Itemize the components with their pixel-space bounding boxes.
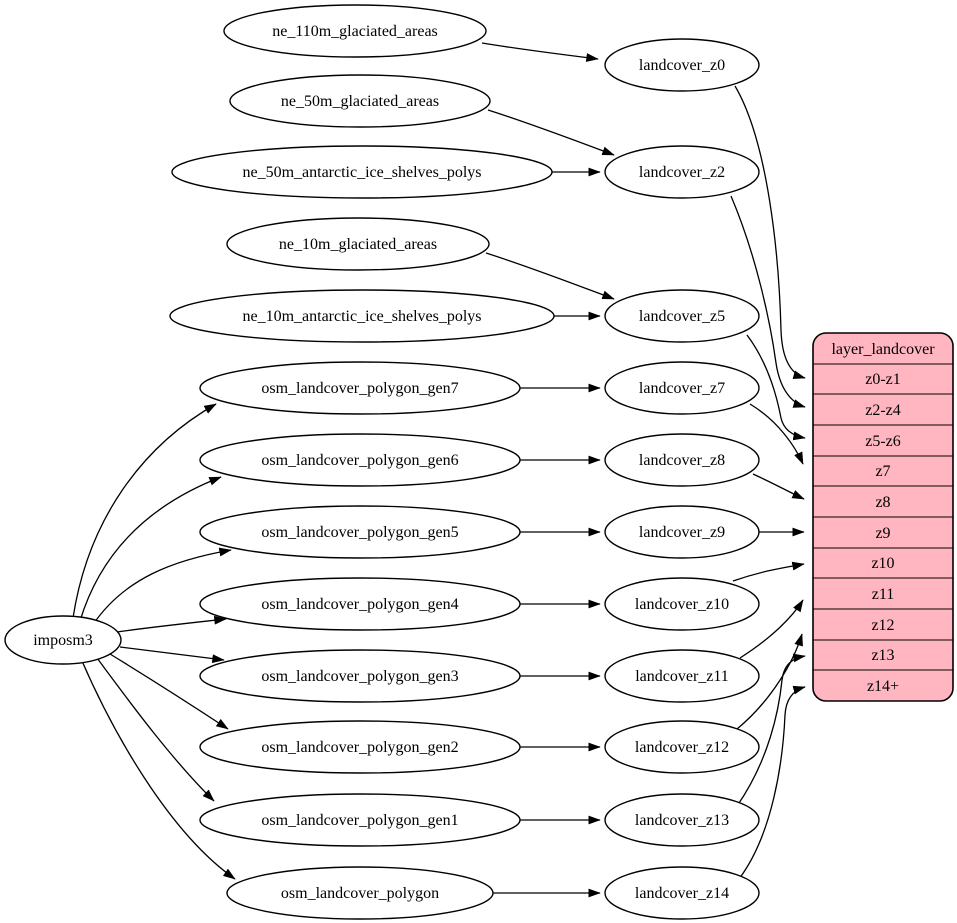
table-row-z5-z6: z5-z6 bbox=[865, 433, 901, 450]
node-ne-10m-antarctic-ice-shelves-polys: ne_10m_antarctic_ice_shelves_polys bbox=[169, 289, 555, 343]
edge-landcover-z14-to-row-z14plus bbox=[738, 685, 806, 880]
node-osm-landcover-polygon-gen2: osm_landcover_polygon_gen2 bbox=[199, 720, 521, 774]
edge-landcover-z0-to-row-z0-z1 bbox=[734, 85, 806, 380]
node-label: osm_landcover_polygon_gen6 bbox=[261, 452, 458, 469]
node-ne-50m-glaciated-areas: ne_50m_glaciated_areas bbox=[229, 74, 491, 128]
edge-landcover-z7-to-row-z7 bbox=[749, 403, 804, 465]
node-osm-landcover-polygon-gen5: osm_landcover_polygon_gen5 bbox=[199, 505, 521, 559]
node-landcover-z0: landcover_z0 bbox=[604, 38, 760, 92]
node-label: ne_50m_glaciated_areas bbox=[281, 93, 439, 110]
node-landcover-z5: landcover_z5 bbox=[604, 289, 760, 343]
edge-landcover-z5-to-row-z5-z6 bbox=[746, 334, 806, 441]
table-row-z12: z12 bbox=[871, 617, 894, 634]
table-row-z7: z7 bbox=[875, 463, 890, 480]
node-label: landcover_z9 bbox=[639, 524, 725, 541]
edge-imposm3-to-gen6 bbox=[79, 476, 222, 622]
node-osm-landcover-polygon: osm_landcover_polygon bbox=[226, 866, 494, 920]
node-osm-landcover-polygon-gen4: osm_landcover_polygon_gen4 bbox=[199, 577, 521, 631]
node-osm-landcover-polygon-gen3: osm_landcover_polygon_gen3 bbox=[199, 649, 521, 703]
edge-imposm3-to-gen1 bbox=[96, 657, 215, 802]
edge-landcover-z13-to-row-z13 bbox=[736, 653, 806, 807]
node-label: ne_50m_antarctic_ice_shelves_polys bbox=[242, 164, 481, 181]
node-landcover-z14: landcover_z14 bbox=[604, 866, 760, 920]
node-label: osm_landcover_polygon_gen4 bbox=[261, 596, 458, 613]
table-row-z14plus: z14+ bbox=[867, 678, 899, 695]
node-imposm3: imposm3 bbox=[4, 615, 122, 665]
table-row-z9: z9 bbox=[875, 525, 890, 542]
node-label: ne_110m_glaciated_areas bbox=[272, 23, 438, 40]
node-label: ne_10m_glaciated_areas bbox=[279, 236, 437, 253]
edge-ne-110m-glaciated-areas-to-landcover-z0 bbox=[481, 42, 599, 62]
edge-layer bbox=[72, 42, 806, 898]
table-title: layer_landcover bbox=[831, 341, 935, 358]
node-label: landcover_z2 bbox=[639, 164, 725, 181]
node-label: imposm3 bbox=[33, 632, 93, 649]
edge-imposm3-to-gen2 bbox=[109, 653, 229, 730]
node-ne-50m-antarctic-ice-shelves-polys: ne_50m_antarctic_ice_shelves_polys bbox=[171, 145, 553, 199]
edge-landcover-z8-to-row-z8 bbox=[752, 473, 805, 500]
node-label: osm_landcover_polygon_gen2 bbox=[261, 739, 458, 756]
table-row-z8: z8 bbox=[875, 494, 890, 511]
node-label: landcover_z7 bbox=[639, 380, 725, 397]
node-label: landcover_z13 bbox=[635, 812, 729, 829]
node-label: landcover_z10 bbox=[635, 596, 729, 613]
node-ne-10m-glaciated-areas: ne_10m_glaciated_areas bbox=[226, 217, 490, 271]
node-landcover-z12: landcover_z12 bbox=[604, 720, 760, 774]
table-row-z10: z10 bbox=[871, 555, 894, 572]
node-label: osm_landcover_polygon bbox=[281, 885, 439, 902]
node-layer-landcover: layer_landcover z0-z1 z2-z4 z5-z6 z7 z8 … bbox=[812, 332, 954, 702]
edge-imposm3-to-gen5 bbox=[91, 547, 232, 627]
node-landcover-z7: landcover_z7 bbox=[604, 361, 760, 415]
edge-landcover-z11-to-row-z11 bbox=[739, 599, 804, 659]
edge-imposm3-to-gen3 bbox=[119, 646, 225, 664]
node-osm-landcover-polygon-gen7: osm_landcover_polygon_gen7 bbox=[199, 361, 521, 415]
node-label: landcover_z11 bbox=[635, 668, 729, 685]
node-label: osm_landcover_polygon_gen1 bbox=[261, 812, 458, 829]
edge-landcover-z12-to-row-z12 bbox=[736, 633, 803, 730]
table-row-z11: z11 bbox=[872, 586, 895, 603]
edge-imposm3-to-osm-landcover-polygon bbox=[81, 660, 236, 880]
edge-imposm3-to-gen4 bbox=[116, 615, 227, 633]
edge-ne-50m-glaciated-areas-to-landcover-z2 bbox=[487, 109, 615, 156]
node-label: osm_landcover_polygon_gen5 bbox=[261, 524, 458, 541]
node-label: landcover_z12 bbox=[635, 739, 729, 756]
node-label: landcover_z0 bbox=[639, 57, 725, 74]
node-label: ne_10m_antarctic_ice_shelves_polys bbox=[242, 308, 481, 325]
node-landcover-z8: landcover_z8 bbox=[604, 433, 760, 487]
edge-ne-10m-glaciated-areas-to-landcover-z5 bbox=[485, 252, 615, 300]
edge-imposm3-to-gen7 bbox=[72, 403, 217, 619]
node-landcover-z9: landcover_z9 bbox=[604, 505, 760, 559]
edge-landcover-z10-to-row-z10 bbox=[732, 561, 805, 582]
table-row-z2-z4: z2-z4 bbox=[865, 402, 901, 419]
node-label: landcover_z5 bbox=[639, 308, 725, 325]
node-landcover-z13: landcover_z13 bbox=[604, 793, 760, 847]
table-row-z13: z13 bbox=[871, 647, 894, 664]
node-label: osm_landcover_polygon_gen3 bbox=[261, 668, 458, 685]
table-row-z0-z1: z0-z1 bbox=[865, 371, 901, 388]
node-osm-landcover-polygon-gen6: osm_landcover_polygon_gen6 bbox=[199, 433, 521, 487]
node-landcover-z10: landcover_z10 bbox=[604, 577, 760, 631]
node-landcover-z11: landcover_z11 bbox=[604, 649, 760, 703]
node-osm-landcover-polygon-gen1: osm_landcover_polygon_gen1 bbox=[199, 793, 521, 847]
node-label: landcover_z8 bbox=[639, 452, 725, 469]
node-label: osm_landcover_polygon_gen7 bbox=[261, 380, 458, 397]
node-ne-110m-glaciated-areas: ne_110m_glaciated_areas bbox=[223, 4, 487, 58]
edge-landcover-z2-to-row-z2-z4 bbox=[730, 195, 806, 408]
node-label: landcover_z14 bbox=[635, 885, 729, 902]
node-landcover-z2: landcover_z2 bbox=[604, 145, 760, 199]
